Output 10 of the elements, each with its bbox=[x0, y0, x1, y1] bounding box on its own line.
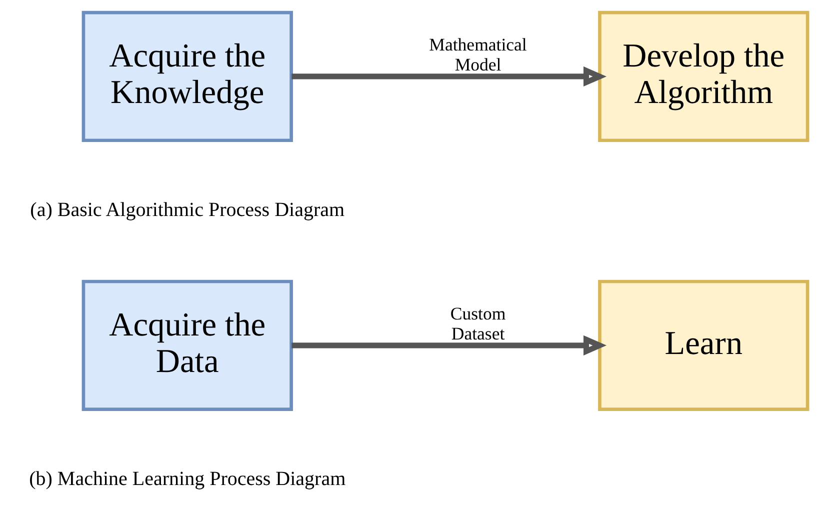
label: (a) Basic Algorithmic Process Diagram bbox=[30, 198, 345, 221]
label: (b) Machine Learning Process Diagram bbox=[29, 468, 346, 490]
edge-label: Custom Dataset bbox=[450, 304, 506, 344]
node-box: Learn bbox=[598, 280, 810, 411]
arrow bbox=[292, 66, 607, 87]
node-box: Develop the Algorithm bbox=[598, 10, 810, 142]
node-box: Acquire the Data bbox=[82, 280, 293, 411]
edge-label: Mathematical Model bbox=[429, 34, 527, 75]
arrow bbox=[292, 335, 607, 356]
node-box: Acquire the Knowledge bbox=[82, 10, 293, 142]
